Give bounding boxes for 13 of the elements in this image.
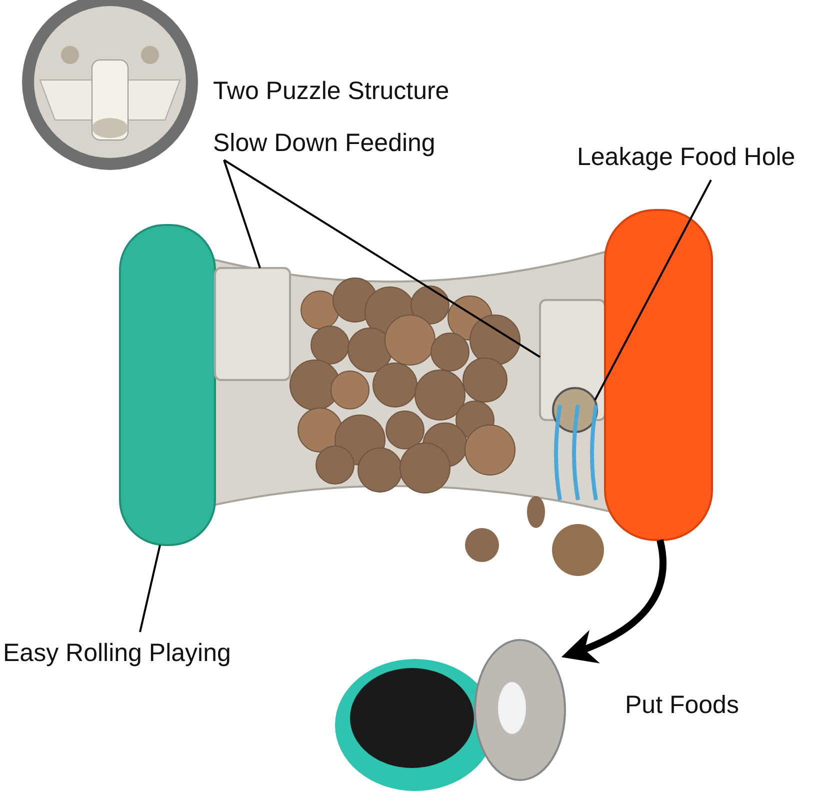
leader-line	[223, 159, 541, 358]
arrow	[561, 539, 666, 662]
leader-line	[594, 180, 712, 400]
caption-text: Put Foods	[625, 690, 739, 720]
callout-text: Slow Down Feeding	[213, 128, 436, 158]
lid-drawing	[335, 639, 566, 791]
caption-text: Two Puzzle Structure	[213, 76, 450, 106]
leader-line	[139, 544, 161, 632]
food-hole	[552, 387, 598, 433]
leader-line	[223, 160, 261, 268]
callout-text: Leakage Food Hole	[577, 142, 796, 172]
puzzle-chamber	[214, 267, 291, 381]
callout-text: Easy Rolling Playing	[3, 638, 231, 668]
